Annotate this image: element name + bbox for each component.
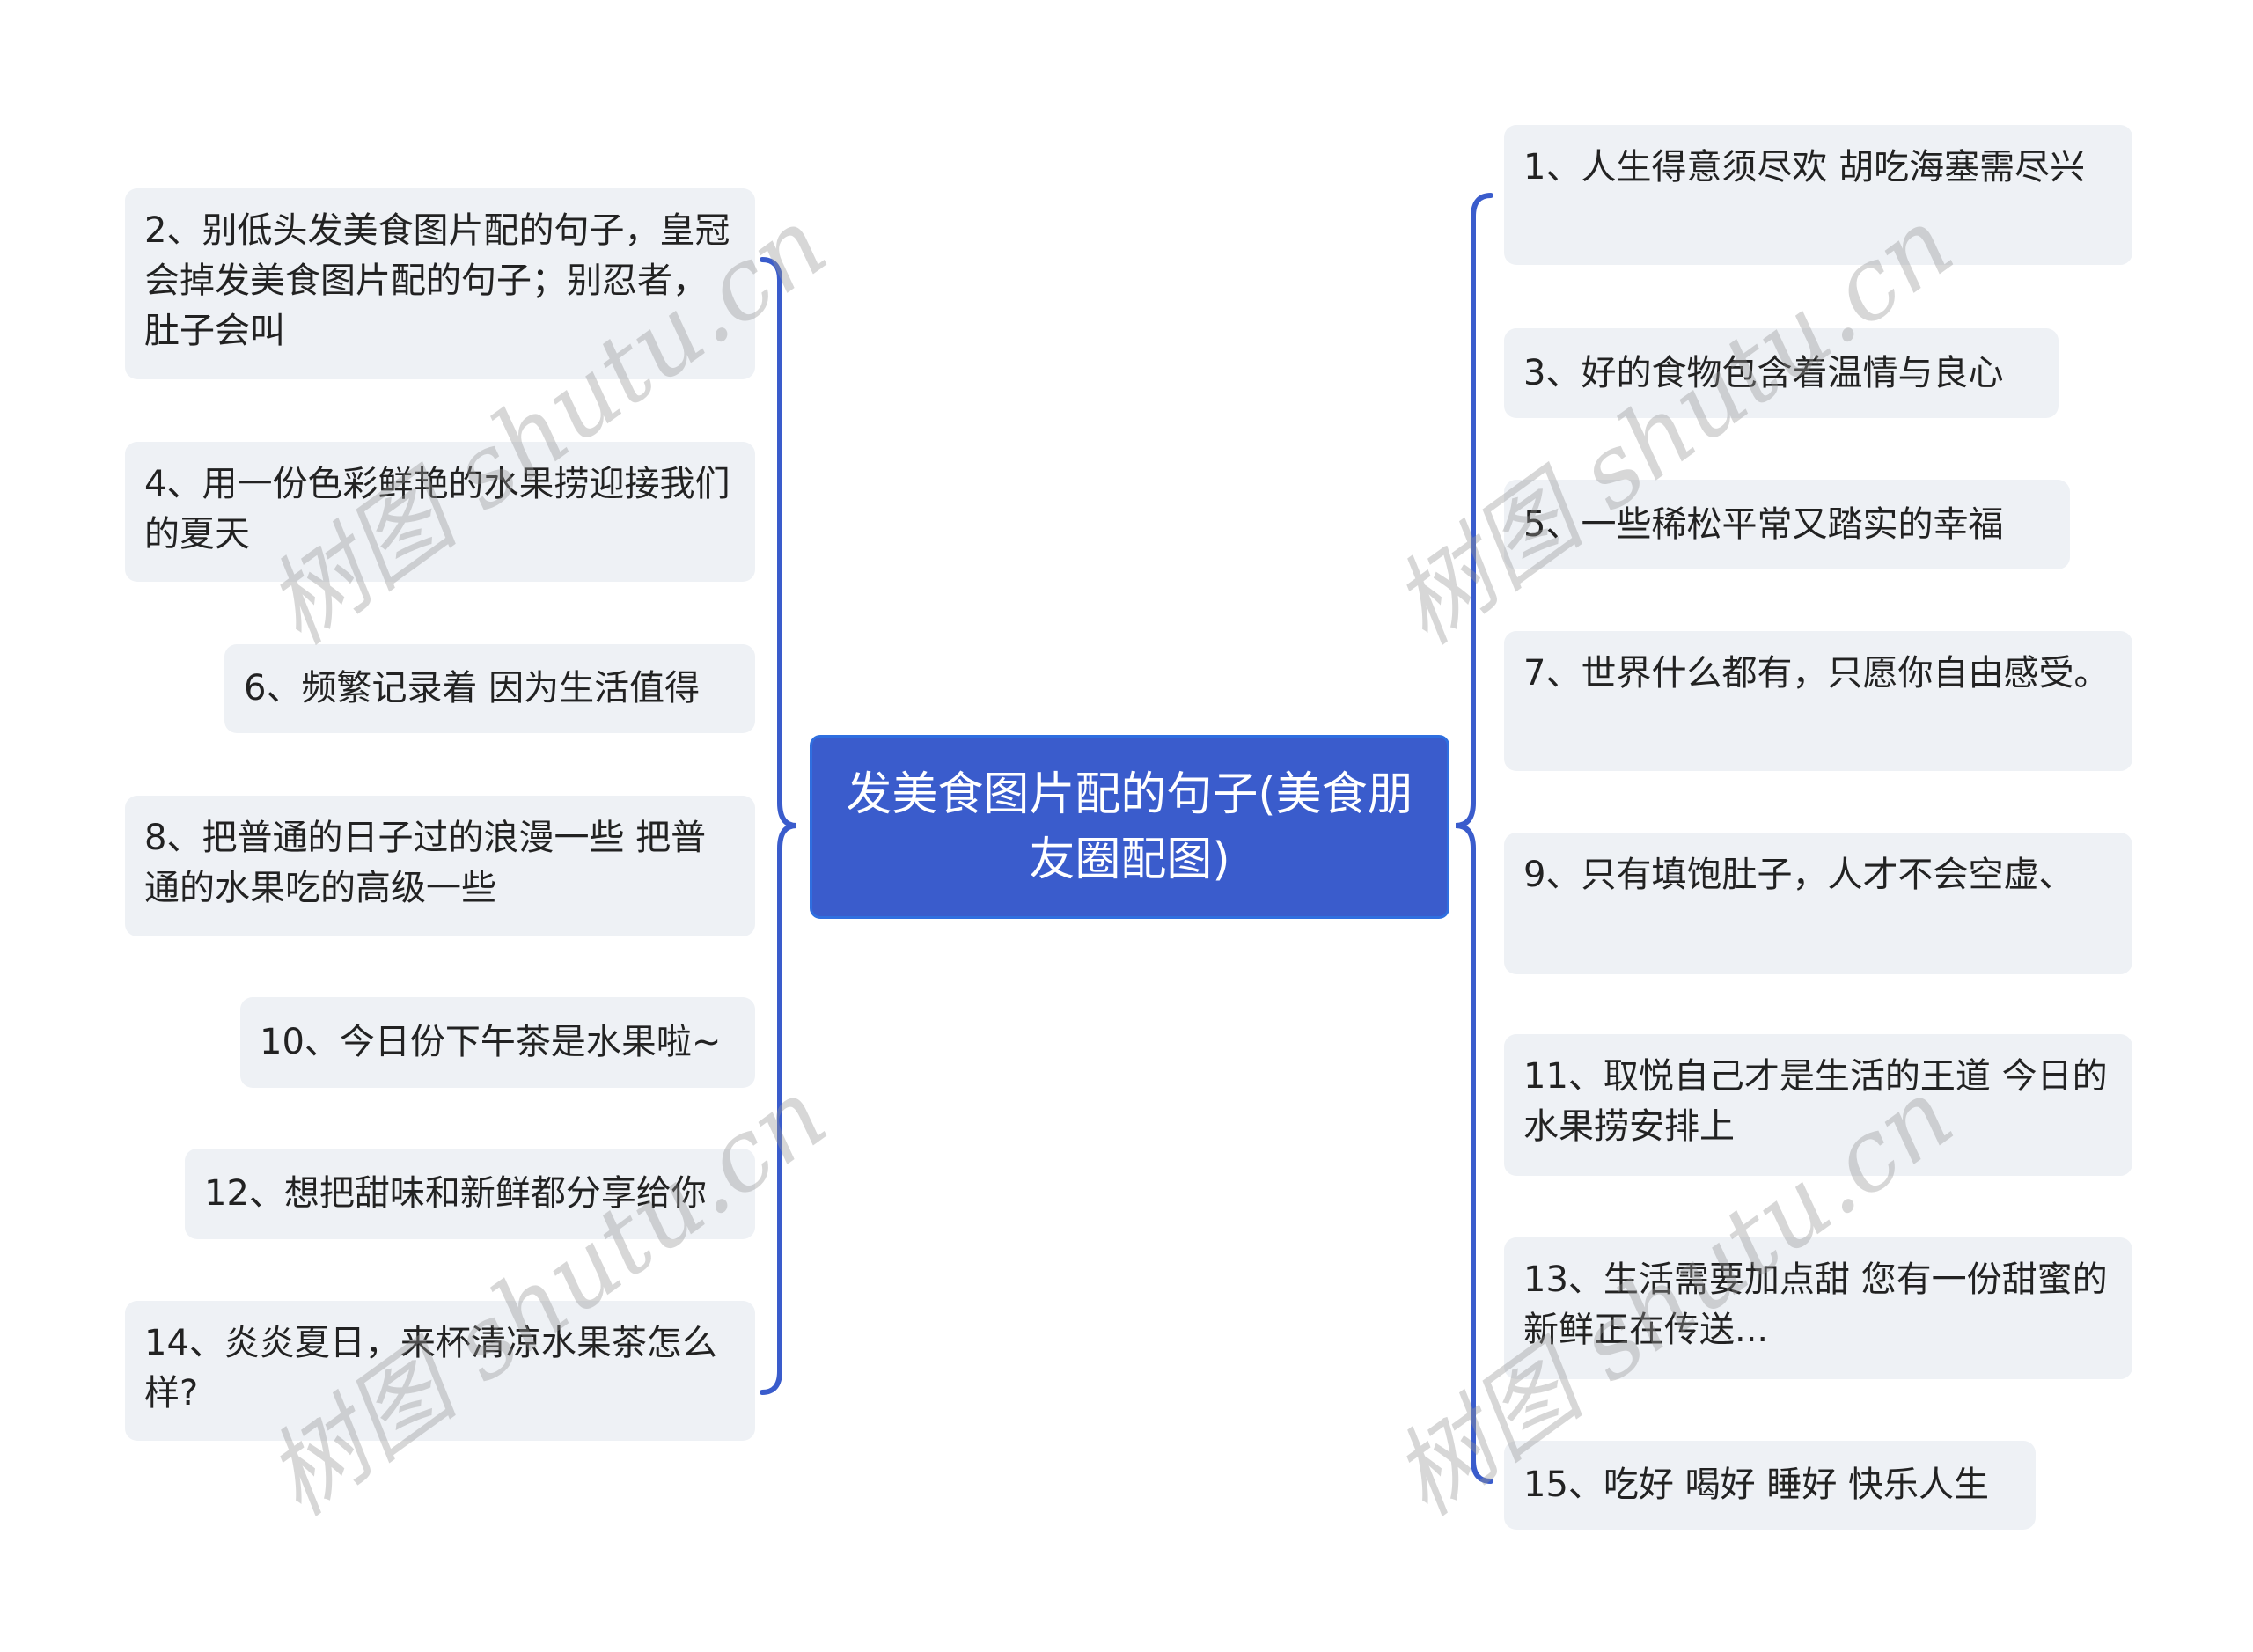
node-label: 4、用一份色彩鲜艳的水果捞迎接我们的夏天	[144, 464, 730, 554]
left-node-8[interactable]: 8、把普通的日子过的浪漫一些 把普通的水果吃的高级一些	[125, 796, 755, 936]
left-node-14[interactable]: 14、炎炎夏日，来杯清凉水果茶怎么样?	[125, 1301, 755, 1441]
right-node-13[interactable]: 13、生活需要加点甜 您有一份甜蜜的新鲜正在传送...	[1504, 1237, 2132, 1379]
right-node-7[interactable]: 7、世界什么都有，只愿你自由感受。	[1504, 631, 2132, 771]
node-label: 6、频繁记录着 因为生活值得	[244, 668, 701, 709]
root-node[interactable]: 发美食图片配的句子(美食朋友圈配图)	[810, 735, 1449, 919]
node-label: 12、想把甜味和新鲜都分享给你	[204, 1173, 707, 1214]
node-label: 2、别低头发美食图片配的句子，皇冠会掉发美食图片配的句子；别忍者，肚子会叫	[144, 210, 730, 351]
left-node-6[interactable]: 6、频繁记录着 因为生活值得	[224, 644, 755, 733]
node-label: 7、世界什么都有，只愿你自由感受。	[1523, 653, 2110, 694]
right-node-5[interactable]: 5、一些稀松平常又踏实的幸福	[1504, 480, 2070, 569]
node-label: 5、一些稀松平常又踏实的幸福	[1523, 503, 2004, 545]
right-bracket-connector	[1455, 193, 1493, 1484]
right-node-15[interactable]: 15、吃好 喝好 睡好 快乐人生	[1504, 1441, 2036, 1530]
left-bracket-connector	[760, 257, 797, 1395]
node-label: 3、好的食物包含着温情与良心	[1523, 352, 2004, 393]
right-node-3[interactable]: 3、好的食物包含着温情与良心	[1504, 328, 2059, 418]
right-node-9[interactable]: 9、只有填饱肚子，人才不会空虚、	[1504, 833, 2132, 974]
right-node-11[interactable]: 11、取悦自己才是生活的王道 今日的水果捞安排上	[1504, 1034, 2132, 1176]
root-node-label: 发美食图片配的句子(美食朋友圈配图)	[846, 767, 1413, 886]
node-label: 10、今日份下午茶是水果啦~	[260, 1022, 722, 1062]
node-label: 15、吃好 喝好 睡好 快乐人生	[1523, 1465, 1990, 1505]
node-label: 9、只有填饱肚子，人才不会空虚、	[1523, 855, 2074, 895]
node-label: 8、把普通的日子过的浪漫一些 把普通的水果吃的高级一些	[144, 818, 707, 908]
left-node-4[interactable]: 4、用一份色彩鲜艳的水果捞迎接我们的夏天	[125, 442, 755, 582]
left-node-10[interactable]: 10、今日份下午茶是水果啦~	[240, 997, 755, 1088]
left-node-2[interactable]: 2、别低头发美食图片配的句子，皇冠会掉发美食图片配的句子；别忍者，肚子会叫	[125, 188, 755, 379]
node-label: 14、炎炎夏日，来杯清凉水果茶怎么样?	[144, 1323, 717, 1413]
node-label: 1、人生得意须尽欢 胡吃海塞需尽兴	[1523, 147, 2086, 187]
node-label: 13、生活需要加点甜 您有一份甜蜜的新鲜正在传送...	[1523, 1259, 2108, 1350]
left-node-12[interactable]: 12、想把甜味和新鲜都分享给你	[185, 1149, 755, 1239]
node-label: 11、取悦自己才是生活的王道 今日的水果捞安排上	[1523, 1056, 2108, 1147]
right-node-1[interactable]: 1、人生得意须尽欢 胡吃海塞需尽兴	[1504, 125, 2132, 265]
